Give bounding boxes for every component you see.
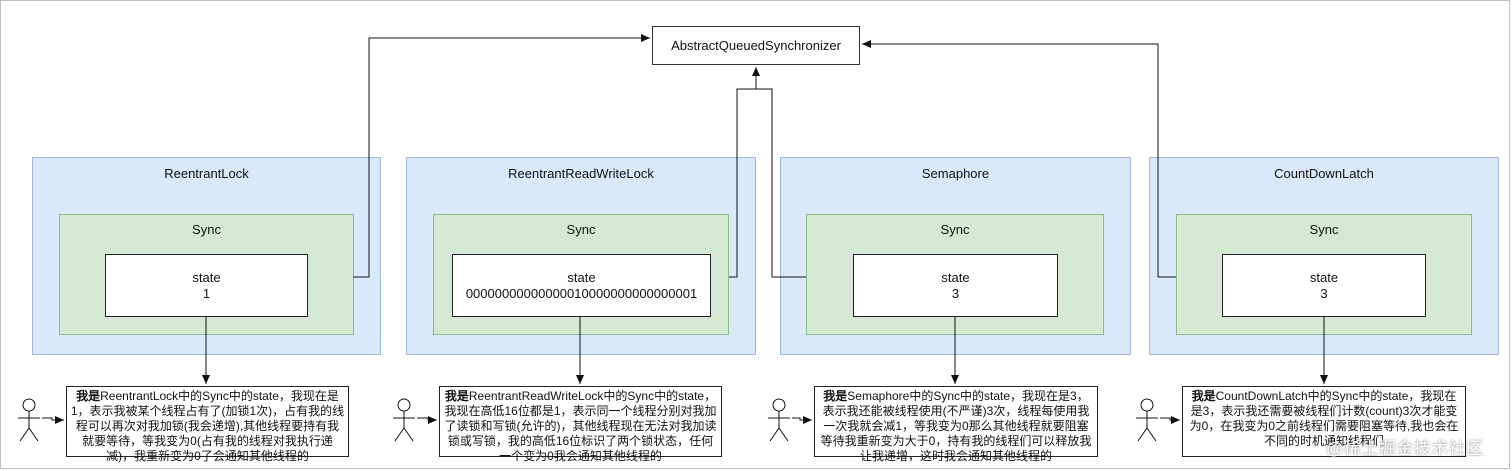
state-box[interactable]: state 1 <box>105 254 308 317</box>
state-label: state <box>1309 269 1339 285</box>
thread-actor-icon <box>393 398 415 442</box>
container-title: ReentrantReadWriteLock <box>508 166 654 181</box>
container-title: Semaphore <box>921 166 990 181</box>
note-text: Semaphore中的Sync中的state，我现在是3，表示我还能被线程使用(… <box>820 389 1092 463</box>
edge-countdownlatch-to-aqs <box>862 40 1176 278</box>
sync-title: Sync <box>192 222 221 237</box>
edge-actor-note-2 <box>417 416 437 424</box>
sync-title: Sync <box>566 222 596 237</box>
edge-actor-note-1 <box>42 416 64 424</box>
state-box[interactable]: state 3 <box>853 254 1058 317</box>
edge-actor-note-4 <box>1160 416 1180 424</box>
edge-rrwl-to-aqs <box>729 67 760 278</box>
state-box[interactable]: state 3 <box>1222 254 1426 317</box>
note-text: ReentrantReadWriteLock中的Sync中的state，我现在高… <box>444 389 717 463</box>
note-bold: 我是 <box>823 389 848 403</box>
state-label: state <box>941 269 970 285</box>
note-text: ReentrantLock中的Sync中的state，我现在是1，表示我被某个线… <box>70 389 345 463</box>
note-bold: 我是 <box>76 389 101 403</box>
state-value: 3 <box>1320 285 1328 301</box>
state-label: state <box>192 269 221 285</box>
thread-actor-icon <box>1136 398 1158 442</box>
watermark: @稀土掘金技术社区 <box>1326 439 1484 458</box>
edge-semaphore-to-aqs <box>756 88 806 278</box>
description-note[interactable]: 我是CountDownLatch中的Sync中的state，我现在是3，表示我还… <box>1182 386 1466 457</box>
state-label: state <box>567 269 596 285</box>
note-text: CountDownLatch中的Sync中的state，我现在是3，表示我还需要… <box>1189 389 1459 448</box>
description-note[interactable]: 我是ReentrantReadWriteLock中的Sync中的state，我现… <box>439 386 722 463</box>
thread-actor-icon <box>18 398 40 442</box>
state-value: 00000000000000010000000000000001 <box>465 285 698 301</box>
aqs-label: AbstractQueuedSynchronizer <box>671 38 841 53</box>
edge-actor-note-3 <box>792 416 812 424</box>
container-title: CountDownLatch <box>1274 166 1374 181</box>
sync-title: Sync <box>1309 222 1339 237</box>
container-title: ReentrantLock <box>164 166 249 181</box>
description-note[interactable]: 我是Semaphore中的Sync中的state，我现在是3，表示我还能被线程使… <box>814 386 1098 463</box>
note-bold: 我是 <box>1191 389 1216 403</box>
edge-reentrantlock-to-aqs <box>353 34 650 278</box>
sync-title: Sync <box>940 222 970 237</box>
description-note[interactable]: 我是ReentrantLock中的Sync中的state，我现在是1，表示我被某… <box>66 386 349 463</box>
state-value: 1 <box>202 285 211 301</box>
note-bold: 我是 <box>444 389 469 403</box>
thread-actor-icon <box>768 398 790 442</box>
state-box[interactable]: state 00000000000000010000000000000001 <box>452 254 711 317</box>
aqs-box[interactable]: AbstractQueuedSynchronizer <box>652 26 860 65</box>
state-value: 3 <box>951 285 960 301</box>
